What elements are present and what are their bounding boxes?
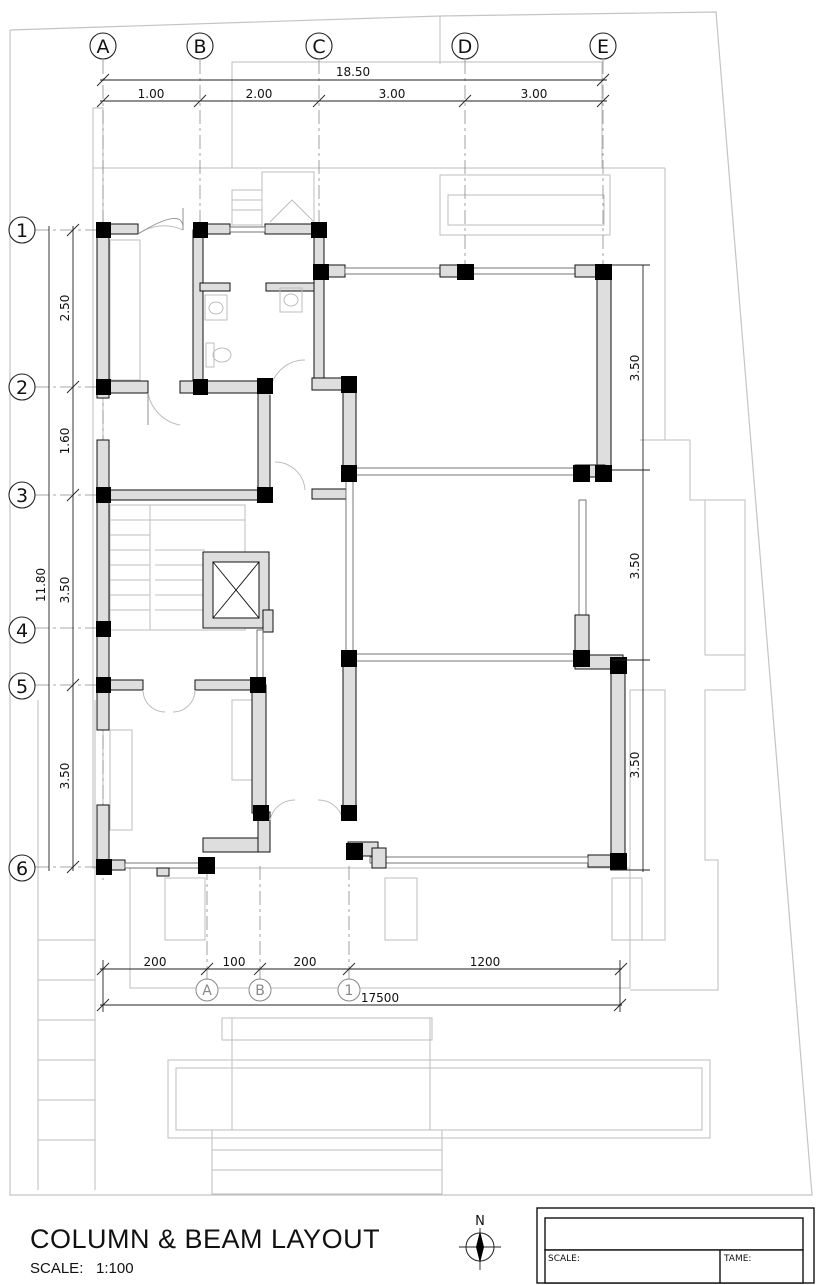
grid-label-col-5: E — [597, 36, 609, 58]
drawing-title-area: COLUMN & BEAM LAYOUT SCALE: 1:100 — [30, 1224, 380, 1277]
top-dimension-1: 1.00 — [138, 87, 165, 101]
grid-label-row-5: 5 — [16, 676, 28, 698]
grid-bubbles-rows: 1 2 3 4 5 6 — [8, 216, 36, 882]
drawing-title: COLUMN & BEAM LAYOUT — [30, 1224, 380, 1254]
column-A1 — [96, 222, 111, 238]
north-arrow-icon: N — [459, 1214, 501, 1270]
scale-label: SCALE: — [30, 1260, 83, 1277]
column-A2 — [96, 379, 111, 395]
column-D3 — [573, 465, 590, 482]
column-E3 — [595, 465, 612, 482]
column-A6 — [96, 859, 112, 875]
bottom-mark-3: 1 — [345, 983, 354, 999]
column-B2b — [257, 378, 273, 394]
column-E4 — [610, 657, 627, 674]
grid-bubbles-bottom: A B 1 — [195, 978, 361, 1002]
column-C3 — [341, 465, 357, 482]
column-B3 — [257, 487, 273, 503]
column-B6 — [198, 857, 215, 874]
grid-bubbles-columns: A B C D E — [89, 32, 617, 60]
column-B5 — [250, 677, 266, 693]
column-B5b — [253, 805, 269, 821]
column-A3 — [96, 487, 111, 503]
right-dimension-1: 3.50 — [628, 355, 642, 382]
left-dimension-3: 3.50 — [58, 577, 72, 604]
column-C1 — [311, 222, 327, 238]
bottom-mark-2: B — [255, 983, 265, 999]
grid-label-col-1: A — [97, 36, 110, 58]
column-E1 — [595, 264, 612, 280]
left-dimension-2: 1.60 — [58, 428, 72, 455]
title-block: SCALE: TAME: — [536, 1207, 815, 1284]
grid-label-row-4: 4 — [16, 620, 28, 642]
left-total-dimension: 11.80 — [34, 568, 48, 602]
column-C5 — [341, 805, 357, 821]
bottom-total-dimension: 17500 — [361, 991, 399, 1005]
top-total-dimension: 18.50 — [336, 65, 370, 79]
left-dimension-1: 2.50 — [58, 295, 72, 322]
grid-label-col-3: C — [312, 36, 325, 58]
right-dimension-2: 3.50 — [628, 553, 642, 580]
column-B1 — [193, 222, 208, 238]
column-C2 — [341, 376, 357, 393]
grid-label-row-1: 1 — [16, 220, 28, 242]
top-dimension-2: 2.00 — [246, 87, 273, 101]
title-block-name-field: TAME: — [723, 1254, 751, 1264]
column-C4 — [341, 650, 357, 667]
grid-label-row-2: 2 — [16, 377, 28, 399]
north-label: N — [475, 1214, 485, 1229]
column-C6 — [346, 843, 363, 860]
site-context-lines — [9, 11, 813, 1196]
dimension-labels: 18.50 1.00 2.00 3.00 3.00 11.80 2.50 1.6… — [34, 65, 642, 1005]
column-E6 — [610, 853, 627, 870]
columns — [96, 222, 627, 875]
grid-label-col-4: D — [458, 36, 473, 58]
grid-label-row-3: 3 — [16, 485, 28, 507]
bottom-dimension-1: 200 — [144, 955, 167, 969]
grid-label-row-6: 6 — [16, 858, 28, 880]
right-dimension-3: 3.50 — [628, 752, 642, 779]
bottom-dimension-2: 100 — [223, 955, 246, 969]
top-dimension-3: 3.00 — [379, 87, 406, 101]
left-dimension-4: 3.50 — [58, 763, 72, 790]
grid-label-col-2: B — [193, 36, 206, 58]
top-dimension-4: 3.00 — [521, 87, 548, 101]
column-D1 — [457, 264, 474, 280]
column-C1b — [313, 264, 329, 280]
scale-value: 1:100 — [96, 1260, 134, 1277]
bottom-dimension-3: 200 — [294, 955, 317, 969]
title-block-scale-field: SCALE: — [548, 1254, 580, 1264]
dimension-lines — [48, 73, 650, 1012]
column-A5 — [96, 677, 111, 693]
walls-and-beams — [96, 208, 626, 877]
bottom-mark-1: A — [202, 983, 212, 999]
bottom-dimension-4: 1200 — [470, 955, 501, 969]
column-A4 — [96, 621, 111, 637]
column-D4 — [573, 650, 590, 667]
column-B2 — [193, 379, 208, 395]
